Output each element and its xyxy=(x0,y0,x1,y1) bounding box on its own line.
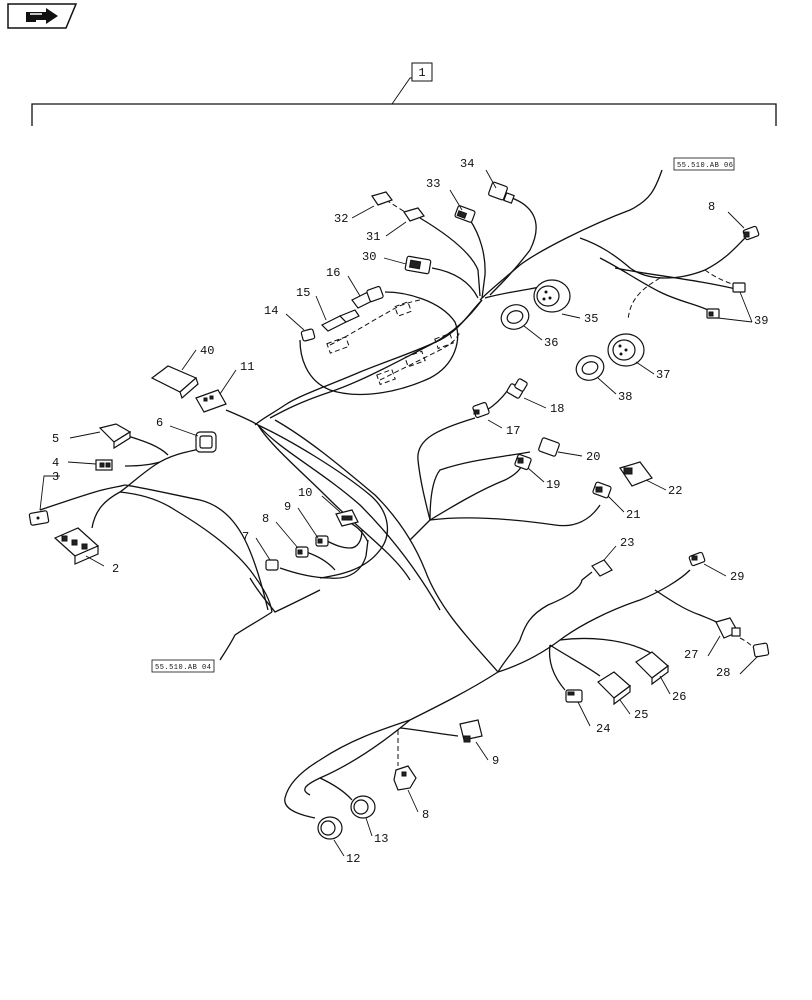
callout-7[interactable]: 7 xyxy=(242,530,249,544)
callout-31[interactable]: 31 xyxy=(366,230,380,244)
callout-33[interactable]: 33 xyxy=(426,177,440,191)
connector-13[interactable] xyxy=(350,795,376,819)
callout-15[interactable]: 15 xyxy=(296,286,310,300)
callout-6[interactable]: 6 xyxy=(156,416,163,430)
callouts: 34 33 32 31 30 16 15 14 35 36 37 38 8 39… xyxy=(39,157,768,866)
connector-33[interactable] xyxy=(454,205,476,223)
connector-10[interactable] xyxy=(335,509,359,527)
connector-2[interactable] xyxy=(53,527,100,565)
callout-29[interactable]: 29 xyxy=(730,570,744,584)
callout-8-lower[interactable]: 8 xyxy=(422,808,429,822)
parts xyxy=(28,181,770,840)
callout-19[interactable]: 19 xyxy=(546,478,560,492)
callout-2[interactable]: 2 xyxy=(112,562,119,576)
callout-9-middle[interactable]: 9 xyxy=(284,500,291,514)
connector-37[interactable] xyxy=(607,333,645,367)
connector-4[interactable] xyxy=(95,459,113,471)
connector-14[interactable] xyxy=(300,328,316,342)
callout-14[interactable]: 14 xyxy=(264,304,278,318)
callout-39[interactable]: 39 xyxy=(754,314,768,328)
connector-31[interactable] xyxy=(403,207,425,222)
callout-25[interactable]: 25 xyxy=(634,708,648,722)
connector-7[interactable] xyxy=(265,559,279,571)
callout-32[interactable]: 32 xyxy=(334,212,348,226)
connector-25[interactable] xyxy=(597,671,631,706)
ref-left-text: 55.510.AB 04 xyxy=(155,664,211,672)
back-arrow-icon xyxy=(26,8,58,24)
connector-26[interactable] xyxy=(635,651,669,686)
connector-12[interactable] xyxy=(317,816,343,840)
connector-11[interactable] xyxy=(195,389,227,413)
connector-16[interactable] xyxy=(351,285,384,309)
callout-18[interactable]: 18 xyxy=(550,402,564,416)
nut-36[interactable] xyxy=(498,301,533,333)
connector-32[interactable] xyxy=(371,191,393,206)
connector-17[interactable] xyxy=(472,401,490,419)
callout-4[interactable]: 4 xyxy=(52,456,59,470)
connector-8-top-right[interactable] xyxy=(742,225,760,241)
connector-30[interactable] xyxy=(404,255,432,275)
harness-wires xyxy=(39,169,757,819)
callout-34[interactable]: 34 xyxy=(460,157,474,171)
connector-40[interactable] xyxy=(150,365,199,400)
connector-23[interactable] xyxy=(591,559,613,577)
callout-22[interactable]: 22 xyxy=(668,484,682,498)
connector-27[interactable] xyxy=(715,617,741,639)
hidden-connectors xyxy=(326,301,454,386)
callout-26[interactable]: 26 xyxy=(672,690,686,704)
ref-box-left[interactable]: 55.510.AB 04 xyxy=(151,659,215,673)
callout-5[interactable]: 5 xyxy=(52,432,59,446)
connector-3[interactable] xyxy=(28,510,50,526)
callout-10[interactable]: 10 xyxy=(298,486,312,500)
callout-12[interactable]: 12 xyxy=(346,852,360,866)
connector-6[interactable] xyxy=(195,431,217,453)
connector-29[interactable] xyxy=(688,551,706,567)
connector-35[interactable] xyxy=(533,279,571,313)
callout-40[interactable]: 40 xyxy=(200,344,214,358)
connector-9-middle[interactable] xyxy=(315,535,329,547)
connector-21[interactable] xyxy=(592,481,612,499)
nut-38[interactable] xyxy=(573,352,608,384)
callout-37[interactable]: 37 xyxy=(656,368,670,382)
connector-22[interactable] xyxy=(619,461,653,487)
callout-35[interactable]: 35 xyxy=(584,312,598,326)
ref-box-top[interactable]: 55.510.AB 06 xyxy=(673,157,735,171)
connector-5[interactable] xyxy=(98,423,132,450)
connector-20[interactable] xyxy=(538,437,560,457)
callout-24[interactable]: 24 xyxy=(596,722,610,736)
callout-23[interactable]: 23 xyxy=(620,536,634,550)
callout-28[interactable]: 28 xyxy=(716,666,730,680)
callout-17[interactable]: 17 xyxy=(506,424,520,438)
callout-21[interactable]: 21 xyxy=(626,508,640,522)
callout-8-middle[interactable]: 8 xyxy=(262,512,269,526)
assembly-label: 1 xyxy=(418,66,425,80)
connector-8-middle[interactable] xyxy=(295,546,309,558)
callout-8-top[interactable]: 8 xyxy=(708,200,715,214)
callout-20[interactable]: 20 xyxy=(586,450,600,464)
connector-8-lower[interactable] xyxy=(393,765,417,791)
callout-3[interactable]: 3 xyxy=(52,470,59,484)
connector-19[interactable] xyxy=(514,453,532,471)
connector-9-lower[interactable] xyxy=(459,719,483,743)
callout-30[interactable]: 30 xyxy=(362,250,376,264)
connector-39[interactable] xyxy=(706,282,746,319)
back-button[interactable] xyxy=(7,3,78,29)
callout-27[interactable]: 27 xyxy=(684,648,698,662)
callout-9-lower[interactable]: 9 xyxy=(492,754,499,768)
callout-38[interactable]: 38 xyxy=(618,390,632,404)
assembly-bracket: 1 xyxy=(31,62,777,126)
connector-34[interactable] xyxy=(488,181,515,204)
connector-24[interactable] xyxy=(565,689,583,703)
callout-13[interactable]: 13 xyxy=(374,832,388,846)
ref-top-text: 55.510.AB 06 xyxy=(677,162,733,170)
connector-15[interactable] xyxy=(320,309,360,332)
callout-11[interactable]: 11 xyxy=(240,360,254,374)
connector-18[interactable] xyxy=(506,378,528,399)
callout-36[interactable]: 36 xyxy=(544,336,558,350)
callout-16[interactable]: 16 xyxy=(326,266,340,280)
connector-28[interactable] xyxy=(752,642,770,658)
